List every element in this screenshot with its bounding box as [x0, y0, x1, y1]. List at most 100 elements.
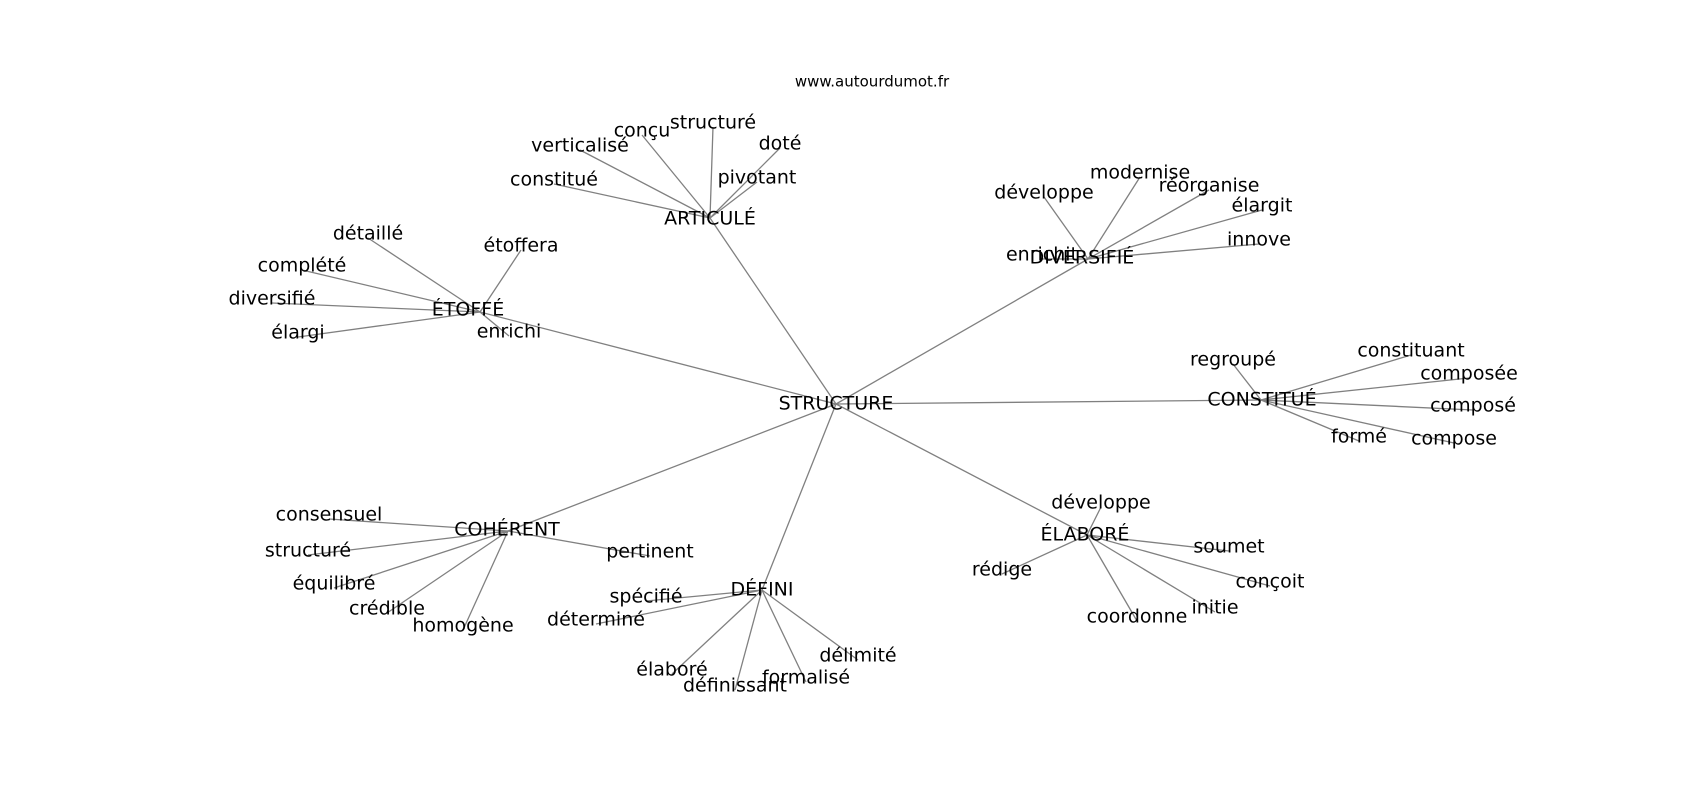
leaf-node: élaboré	[636, 659, 707, 681]
leaf-node: enrichit	[1006, 244, 1078, 266]
leaf-node: définissant	[683, 675, 787, 697]
edge-hub-to-leaf	[507, 530, 651, 557]
edge-hub-to-leaf	[297, 311, 481, 338]
edge-hub-to-leaf	[1087, 243, 1260, 260]
leaf-node: innove	[1227, 229, 1291, 251]
edge-hub-to-leaf	[761, 589, 859, 661]
center-node: STRUCTURE	[779, 393, 894, 415]
leaf-node: doté	[759, 133, 802, 155]
leaf-node: constituant	[1357, 340, 1464, 362]
edge-hub-to-leaf	[1086, 534, 1138, 622]
leaf-node: conçoit	[1236, 571, 1305, 593]
edge-hub-to-leaf	[271, 302, 481, 313]
edge-hub-to-leaf	[328, 518, 509, 532]
edge-hub-to-leaf	[367, 237, 481, 313]
hub-node: ÉLABORÉ	[1041, 523, 1130, 546]
leaf-node: constitué	[510, 169, 598, 191]
edge-hub-to-leaf	[1260, 399, 1455, 444]
edge-hub-to-leaf	[641, 134, 711, 219]
edge-hub-to-leaf	[709, 181, 758, 219]
leaf-node: structuré	[670, 112, 756, 134]
leaf-node: spécifié	[609, 586, 682, 608]
leaf-node: regroupé	[1190, 349, 1276, 371]
edges	[271, 126, 1474, 691]
leaf-node: réorganise	[1159, 175, 1260, 197]
leaf-node: structuré	[265, 540, 351, 562]
edge-hub-to-leaf	[1232, 363, 1262, 401]
leaf-node: complété	[258, 255, 347, 277]
edge-hub-to-leaf	[333, 530, 509, 589]
edge-hub-to-leaf	[579, 149, 711, 219]
edge-hub-to-leaf	[479, 249, 522, 313]
edge-center-to-hub	[835, 258, 1089, 405]
edge-hub-to-leaf	[479, 311, 510, 337]
leaf-node: formalisé	[762, 667, 850, 689]
edge-center-to-hub	[479, 311, 837, 405]
edge-hub-to-leaf	[1086, 534, 1230, 552]
edge-center-to-hub	[761, 403, 837, 591]
edge-hub-to-leaf	[761, 589, 807, 683]
edge-hub-to-leaf	[462, 530, 509, 631]
leaf-node: rédige	[972, 559, 1032, 581]
edge-hub-to-leaf	[595, 589, 763, 625]
hub-node: COHÉRENT	[454, 518, 560, 541]
hub-node: CONSTITUÉ	[1207, 388, 1316, 411]
hub-node: ÉTOFFÉ	[432, 298, 504, 321]
leaf-node: verticalisé	[531, 135, 629, 157]
leaf-node: modernise	[1090, 162, 1190, 184]
labels: STRUCTURE ARTICULÉstructuréconçuvertical…	[229, 112, 1518, 697]
edge-hub-to-leaf	[1087, 209, 1263, 260]
leaf-node: diversifié	[229, 288, 316, 310]
leaf-node: consensuel	[276, 504, 383, 526]
leaf-node: soumet	[1193, 536, 1264, 558]
leaf-node: développe	[1051, 492, 1150, 514]
leaf-node: développe	[994, 182, 1093, 204]
edge-hub-to-leaf	[1086, 534, 1271, 587]
leaf-node: délimité	[819, 645, 896, 667]
edge-hub-to-leaf	[709, 126, 714, 219]
leaf-node: élargit	[1232, 195, 1293, 217]
edge-hub-to-leaf	[1260, 377, 1470, 401]
edge-hub-to-leaf	[553, 183, 711, 219]
edge-hub-to-leaf	[386, 530, 509, 614]
hub-node: ARTICULÉ	[664, 207, 756, 230]
edge-hub-to-leaf	[1087, 176, 1141, 260]
edge-hub-to-leaf	[1086, 506, 1102, 536]
leaf-node: compose	[1411, 428, 1497, 450]
leaf-node: composée	[1420, 363, 1518, 385]
leaf-node: élargi	[271, 322, 324, 344]
edge-center-to-hub	[835, 399, 1262, 405]
leaf-node: crédible	[349, 598, 425, 620]
hub-node: DIVERSIFIÉ	[1030, 246, 1135, 269]
edge-hub-to-leaf	[1260, 399, 1360, 442]
edge-hub-to-leaf	[1086, 534, 1216, 613]
leaf-node: coordonne	[1087, 606, 1188, 628]
leaf-node: déterminé	[547, 609, 645, 631]
edge-hub-to-leaf	[734, 589, 763, 691]
leaf-node: pertinent	[606, 541, 694, 563]
edge-center-to-hub	[835, 403, 1088, 536]
leaf-node: pivotant	[718, 167, 797, 189]
edge-hub-to-leaf	[301, 269, 481, 313]
leaf-node: composé	[1430, 395, 1516, 417]
edge-hub-to-leaf	[671, 589, 763, 675]
watermark: www.autourdumot.fr	[795, 73, 950, 91]
hub-node: DÉFINI	[731, 578, 794, 601]
leaf-node: conçu	[614, 120, 671, 142]
leaf-node: étoffera	[484, 235, 559, 257]
edge-hub-to-leaf	[1043, 196, 1089, 260]
edge-hub-to-leaf	[307, 530, 509, 556]
edge-hub-to-leaf	[1260, 399, 1474, 411]
leaf-node: homogène	[412, 615, 513, 637]
edge-center-to-hub	[507, 403, 837, 532]
leaf-node: formé	[1331, 426, 1387, 448]
edge-hub-to-leaf	[1001, 534, 1088, 575]
leaf-node: initie	[1191, 597, 1238, 619]
edge-hub-to-leaf	[1087, 189, 1210, 260]
edge-hub-to-leaf	[645, 589, 763, 602]
edge-hub-to-leaf	[1260, 354, 1412, 401]
edge-center-to-hub	[709, 217, 837, 405]
leaf-node: détaillé	[333, 223, 403, 245]
leaf-node: enrichi	[477, 321, 542, 343]
